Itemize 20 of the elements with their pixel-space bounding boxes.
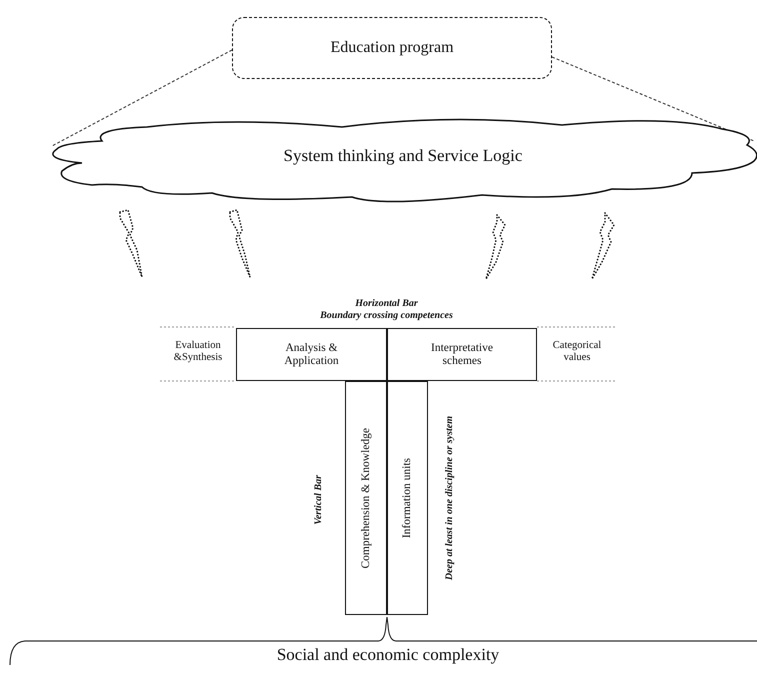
node-label: Comprehension & Knowledge — [360, 428, 372, 568]
text-label: Boundary crossing competences — [320, 310, 453, 321]
text-label: Social and economic complexity — [276, 646, 500, 665]
bar-box — [387, 328, 537, 381]
node-label: Education program — [330, 39, 454, 57]
node-label: Analysis & Application — [283, 342, 340, 368]
node-label: Information units — [401, 458, 414, 538]
dashed-box — [232, 17, 552, 79]
dashed-connector — [52, 50, 232, 146]
text-label: Deep at least in one discipline or system — [444, 416, 454, 580]
bar-box — [387, 381, 428, 615]
text-label: Evaluation &Synthesis — [172, 340, 224, 364]
text-label: Vertical Bar — [312, 475, 324, 525]
node-label: System thinking and Service Logic — [284, 146, 522, 166]
bar-box — [236, 328, 387, 381]
node-label: Interpretative schemes — [430, 342, 494, 368]
bar-box — [345, 381, 387, 615]
text-label: Horizontal Bar — [355, 298, 418, 309]
text-label: Categorical values — [552, 340, 602, 364]
dashed-connector — [552, 56, 754, 142]
